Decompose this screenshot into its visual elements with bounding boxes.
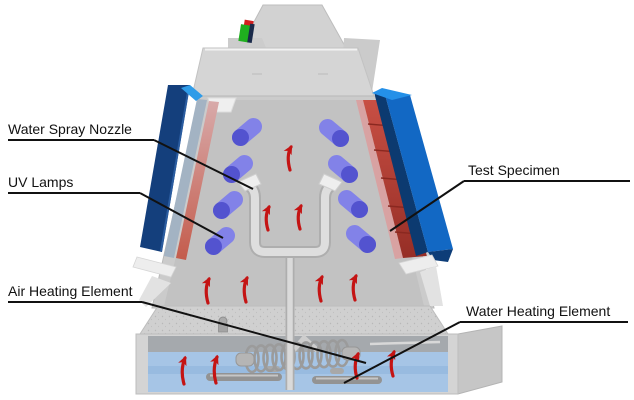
left-specimen-mount-red [176,101,219,260]
status-indicator-knob [238,19,255,44]
frame-supports [132,254,443,307]
uv-lamp [212,191,244,219]
airflow-arrow [239,275,249,304]
uv-lamps-leader [139,192,224,239]
left-specimen-backing [164,99,207,258]
uv-lamp [231,118,263,146]
label-uv-lamps: UV Lamps [8,174,140,194]
spray-nozzle-right [318,173,343,192]
uv-lamp [337,190,369,218]
airflow-arrow [178,355,187,386]
airflow-arrow [201,276,211,305]
chamber-body [151,95,435,309]
airflow-arrow [261,204,271,232]
right-panel-top-cap [372,88,412,100]
spray-u-tube [237,173,343,258]
left-panel-top-cap [181,85,203,101]
air-heating-element-leader [141,301,367,364]
water-spray-nozzle-leader [153,139,254,190]
uv-lamps [204,118,377,255]
airflow-arrow [283,144,293,172]
airflow-arrows [178,144,396,386]
uv-lamp [204,227,236,255]
airflow-arrow [387,349,396,378]
leader-lines [139,139,465,384]
airflow-arrow [314,274,324,303]
label-test-specimen: Test Specimen [464,162,630,182]
label-air-heating-element: Air Heating Element [8,283,142,303]
uv-lamp [222,155,254,183]
airflow-arrow [293,203,303,231]
chamber-lid [191,47,375,98]
airflow-arrow [210,354,219,385]
label-water-spray-nozzle: Water Spray Nozzle [8,121,154,141]
airflow-arrow [348,273,358,302]
label-water-heating-element: Water Heating Element [460,303,628,323]
water-heating-element-leader [343,321,461,384]
uv-lamp [327,155,359,183]
uv-lamp [318,119,350,147]
test-specimen-leader [389,180,465,232]
uv-lamp [345,225,377,253]
left-specimen-panel [140,85,203,252]
spray-nozzle-left [237,173,262,192]
